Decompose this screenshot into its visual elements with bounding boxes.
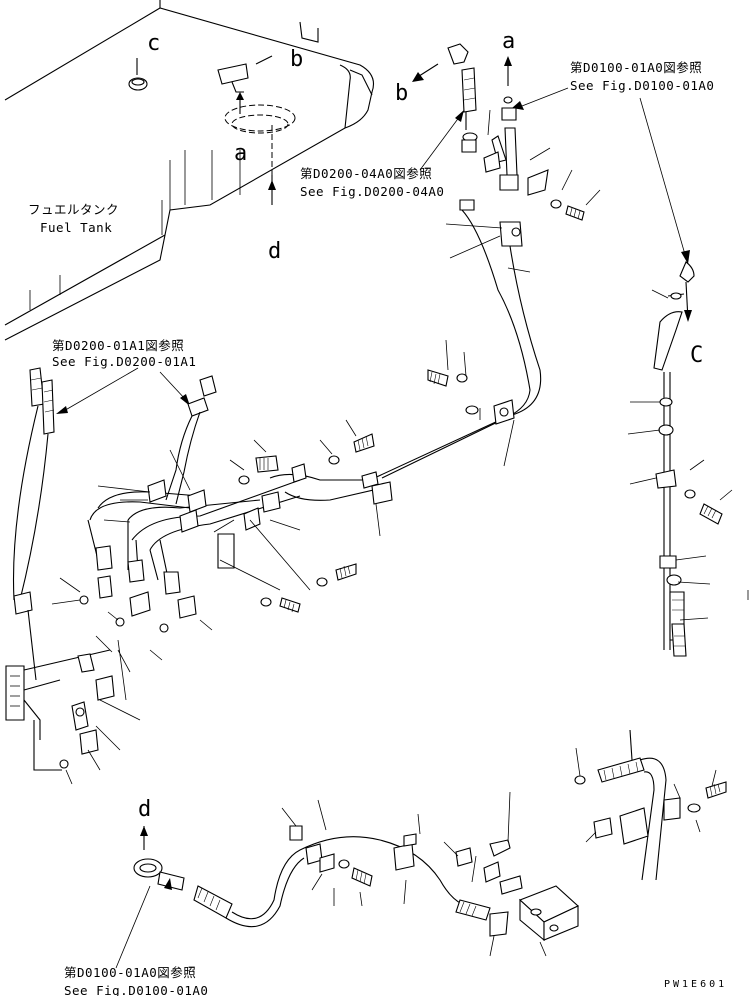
tank-arrows	[136, 55, 276, 205]
letter-a-label-2: a	[502, 29, 515, 54]
letter-c-label-2: C	[690, 343, 703, 368]
ref-mid-jp: 第D0200-04A0図参照	[300, 166, 432, 181]
tank-cap	[128, 77, 148, 91]
fuel-tank	[4, 0, 375, 341]
bottom-assembly: d	[115, 729, 727, 969]
right-fuel-line: C	[627, 261, 749, 657]
manifold-block	[5, 665, 25, 721]
ref-bottom-en: See Fig.D0100-01A0	[64, 983, 208, 996]
letter-b-label-2: b	[395, 81, 408, 106]
letter-b-label: b	[290, 47, 303, 72]
letter-d-label: d	[268, 239, 281, 264]
ref-left-en: See Fig.D0200-01A1	[52, 354, 196, 369]
ref-bottom-jp: 第D0100-01A0図参照	[64, 965, 196, 980]
left-hose-assembly	[5, 367, 301, 785]
ref-top-right-en: See Fig.D0100-01A0	[570, 78, 714, 93]
ref-left-jp: 第D0200-01A1図参照	[52, 338, 184, 353]
center-hardware	[213, 339, 515, 613]
fuel-tank-label-en: Fuel Tank	[40, 220, 112, 235]
main-hoses	[269, 209, 542, 501]
filter-head-assembly: a b	[395, 29, 601, 273]
letter-d-label-2: d	[138, 797, 151, 822]
drawing-code: PW1E601	[664, 979, 727, 990]
ref-top-right-jp: 第D0100-01A0図参照	[570, 60, 702, 75]
ref-mid-en: See Fig.D0200-04A0	[300, 184, 444, 199]
letter-a-label: a	[234, 141, 247, 166]
letter-c-label: c	[147, 31, 160, 56]
fuel-tank-label-jp: フュエルタンク	[28, 202, 119, 217]
